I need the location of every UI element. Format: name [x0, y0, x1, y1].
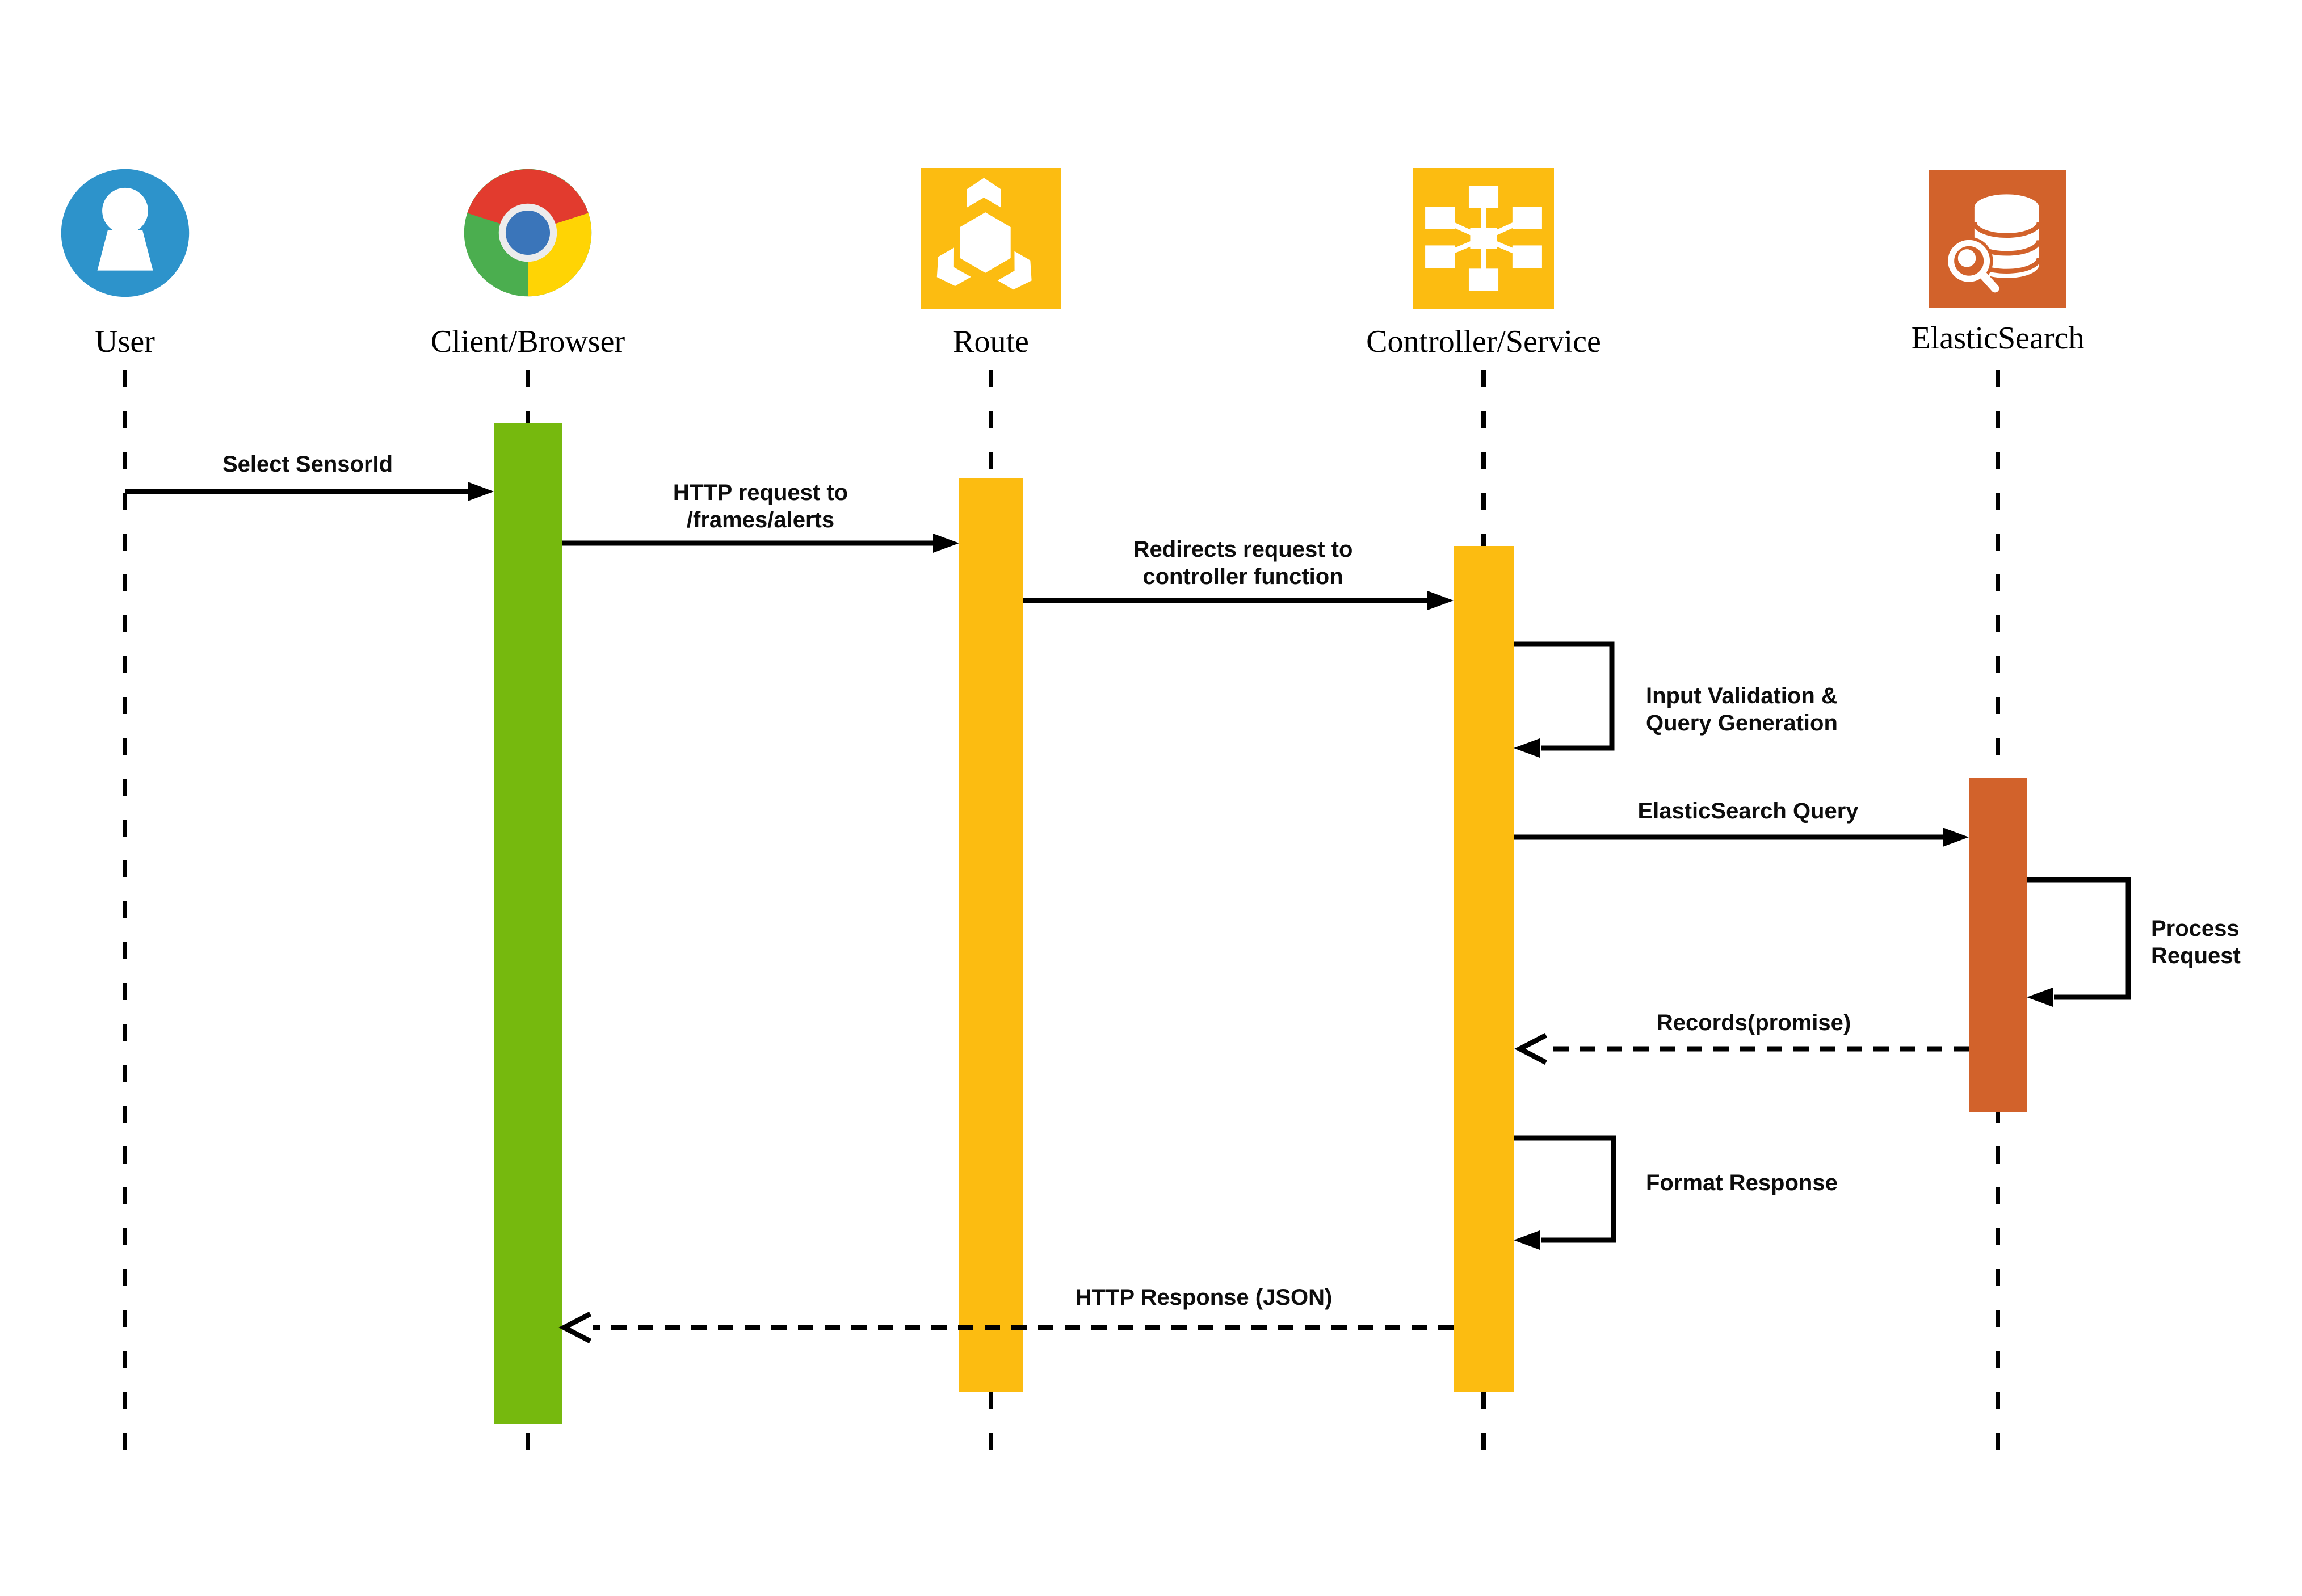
- network-icon: [1413, 168, 1554, 309]
- elasticsearch-icon: [1929, 170, 2066, 308]
- route-icon: [921, 168, 1061, 309]
- actor-label-controller: Controller/Service: [1366, 324, 1601, 359]
- user-icon: [56, 163, 195, 303]
- activation-bar-elasticsearch: [1969, 778, 2027, 1112]
- activation-bar-route: [959, 478, 1023, 1392]
- activation-bar-controller: [1454, 546, 1514, 1392]
- message-label-input-validation: Input Validation & Query Generation: [1646, 683, 1838, 736]
- message-label-elasticsearch-query: ElasticSearch Query: [1637, 799, 1859, 824]
- arrow-select-sensorid: [125, 482, 494, 501]
- message-label-format-response: Format Response: [1646, 1170, 1838, 1195]
- message-label-records-promise: Records(promise): [1656, 1010, 1851, 1035]
- actor-label-route: Route: [953, 324, 1029, 359]
- actor-label-user: User: [95, 324, 155, 359]
- self-arrow-process-request: [2027, 877, 2131, 1007]
- activation-bar-client: [494, 423, 562, 1424]
- arrow-http-response: [558, 1312, 1454, 1343]
- actor-label-client: Client/Browser: [430, 324, 625, 359]
- arrow-records-promise: [1514, 1033, 1969, 1065]
- message-label-http-response: HTTP Response (JSON): [1075, 1285, 1333, 1310]
- chrome-icon: [459, 163, 597, 302]
- self-arrow-input-validation: [1514, 641, 1615, 758]
- message-label-redirects-request: Redirects request to controller function: [1133, 537, 1353, 589]
- self-arrow-format-response: [1514, 1135, 1616, 1250]
- message-label-http-request: HTTP request to /frames/alerts: [673, 480, 848, 532]
- arrow-redirects-request: [1023, 591, 1454, 610]
- arrow-elasticsearch-query: [1514, 828, 1969, 847]
- message-label-process-request: Process Request: [2151, 916, 2241, 968]
- message-label-select-sensorid: Select SensorId: [222, 452, 393, 477]
- actor-label-elasticsearch: ElasticSearch: [1911, 321, 2085, 356]
- arrow-http-request: [562, 534, 959, 553]
